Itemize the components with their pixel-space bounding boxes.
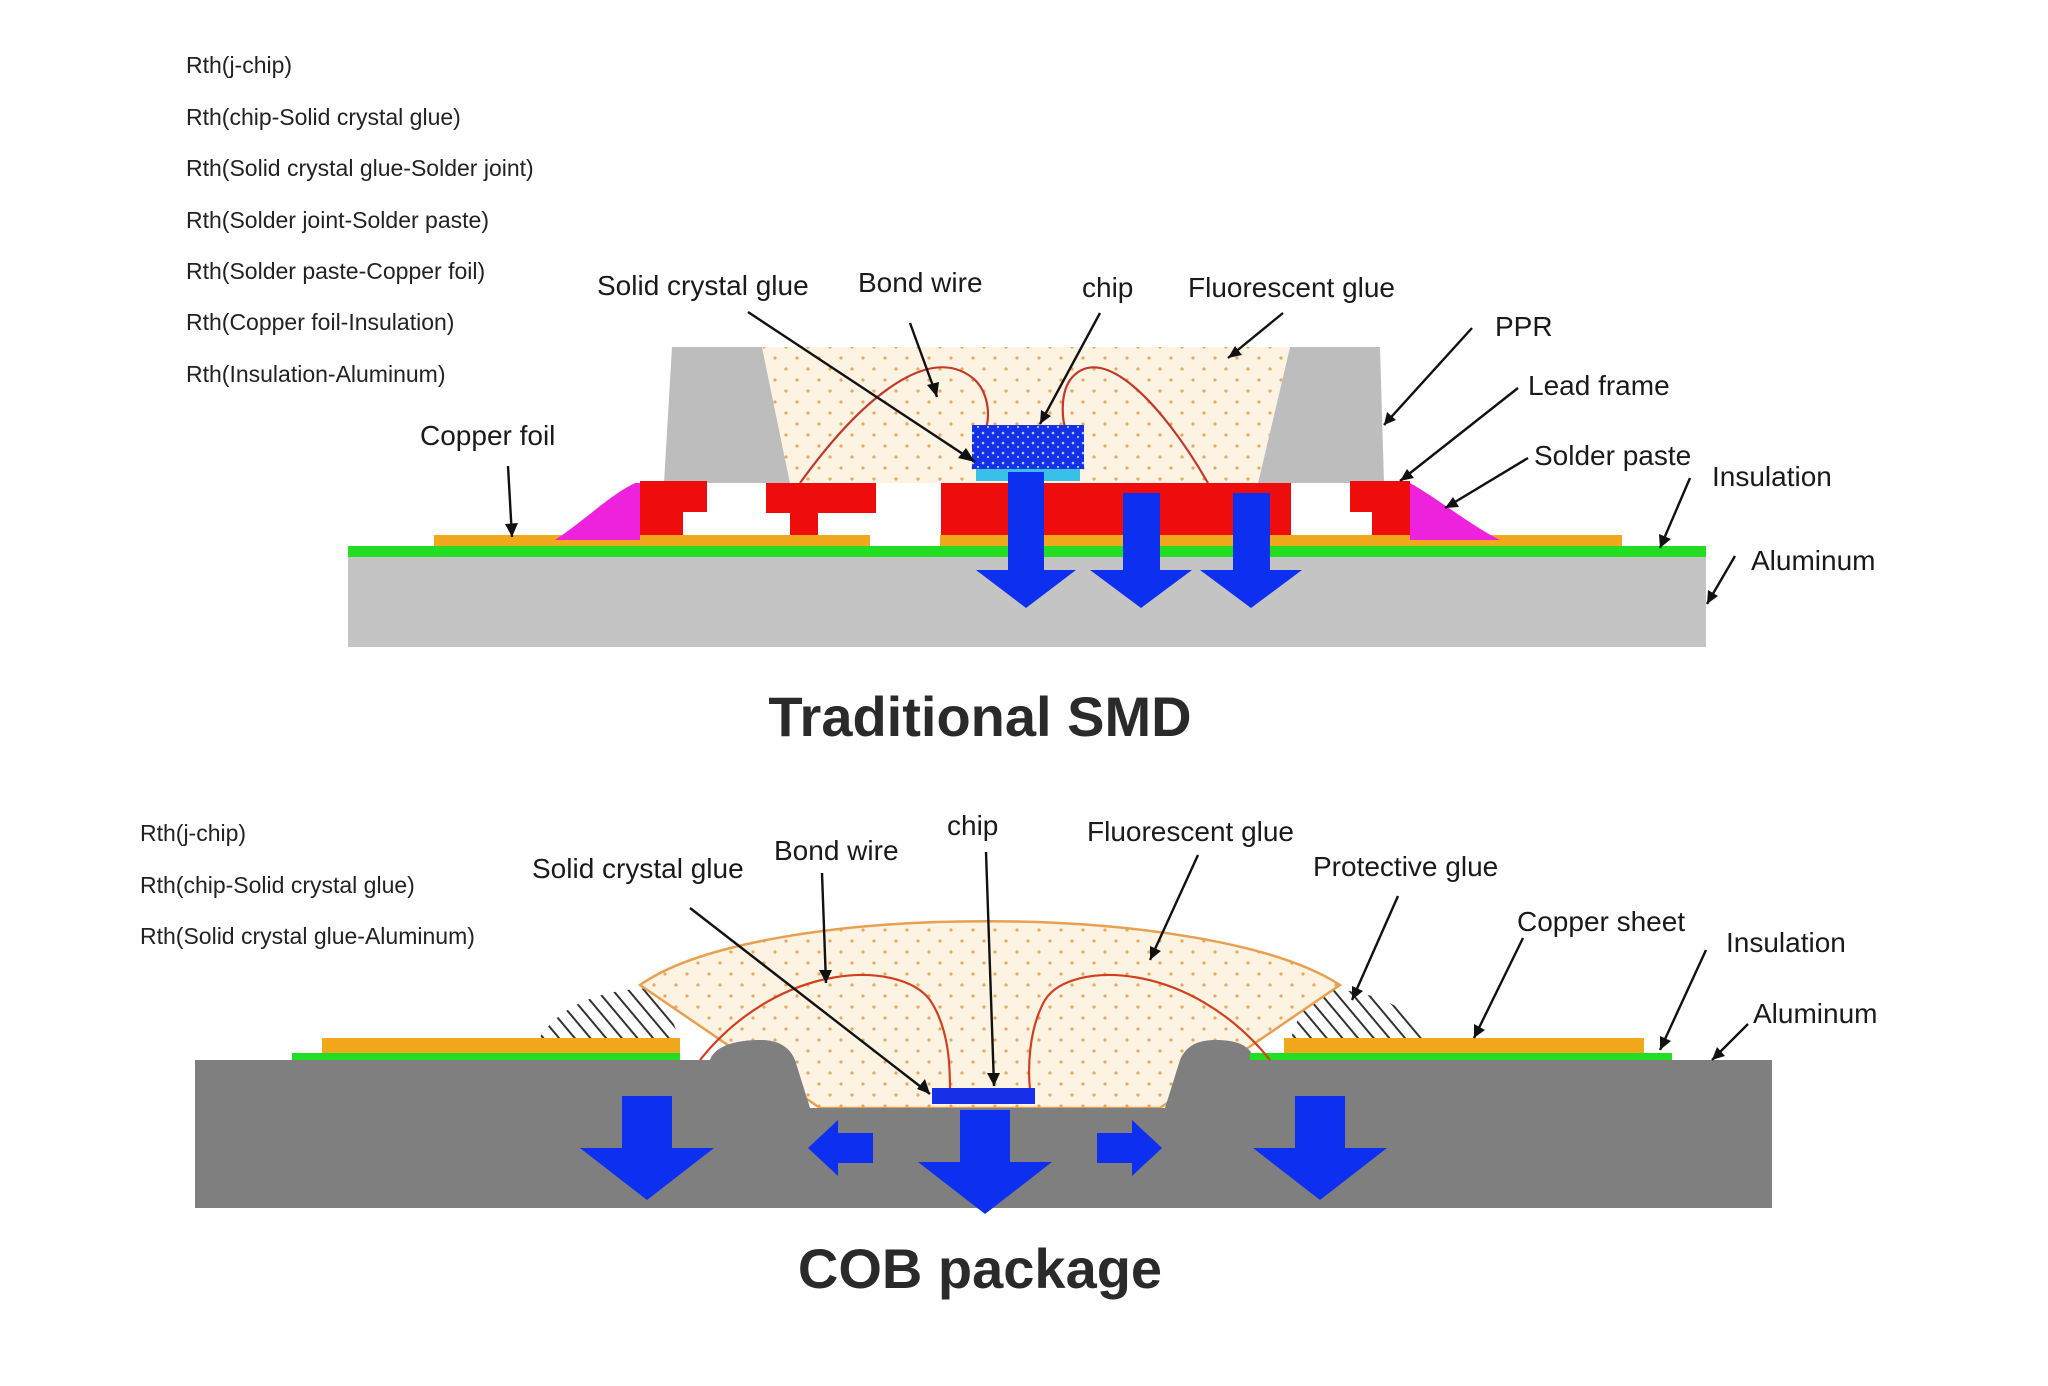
cob-copper-sheet-right xyxy=(1284,1038,1644,1053)
smd-label-bond-wire: Bond wire xyxy=(858,267,983,298)
cob-label-bond-wire: Bond wire xyxy=(774,835,899,866)
cob-leader-lines xyxy=(689,851,1749,1095)
smd-label-chip: chip xyxy=(1082,272,1133,303)
smd-rth-list: Rth(j-chip) Rth(chip-Solid crystal glue)… xyxy=(186,52,534,387)
cob-bond-wire xyxy=(699,973,952,1091)
cob-insulation-left xyxy=(292,1053,680,1060)
smd-package-drawing xyxy=(348,347,1706,647)
cob-package-drawing xyxy=(195,920,1772,1214)
heat-arrow-down xyxy=(1090,493,1192,608)
cob-heat-arrows xyxy=(580,1096,1387,1214)
cob-rth-item: Rth(j-chip) xyxy=(140,820,246,846)
smd-rth-item: Rth(Solid crystal glue-Solder joint) xyxy=(186,155,534,181)
smd-bond-wire xyxy=(799,366,990,484)
heat-arrow-down xyxy=(1253,1096,1387,1200)
smd-rth-item: Rth(Solder paste-Copper foil) xyxy=(186,258,485,284)
cob-title: COB package xyxy=(798,1237,1162,1300)
smd-leader-lines xyxy=(505,310,1737,605)
cob-bond-wire xyxy=(1028,973,1271,1091)
heat-arrow-down xyxy=(976,472,1076,608)
cob-copper-sheet-left xyxy=(322,1038,680,1053)
cob-label-chip: chip xyxy=(947,810,998,841)
heat-arrow-right xyxy=(1097,1120,1162,1176)
cob-rth-item: Rth(Solid crystal glue-Aluminum) xyxy=(140,923,475,949)
cob-label-protective-glue: Protective glue xyxy=(1313,851,1498,882)
smd-label-solder-paste: Solder paste xyxy=(1534,440,1691,471)
smd-rth-item: Rth(Insulation-Aluminum) xyxy=(186,361,445,387)
smd-fluorescent-glue xyxy=(762,347,1290,483)
smd-chip xyxy=(972,425,1084,469)
smd-ppr-right xyxy=(1258,347,1384,483)
cob-label-copper-sheet: Copper sheet xyxy=(1517,906,1685,937)
cob-label-fluorescent-glue: Fluorescent glue xyxy=(1087,816,1294,847)
cob-protective-glue xyxy=(1290,988,1430,1040)
cob-insulation-right xyxy=(1250,1053,1672,1060)
smd-bond-wire xyxy=(1061,366,1209,484)
heat-arrow-down xyxy=(918,1110,1052,1214)
smd-heat-arrows xyxy=(976,472,1302,608)
heat-arrow-left xyxy=(808,1120,873,1176)
smd-label-copper-foil: Copper foil xyxy=(420,420,555,451)
smd-label-fluorescent-glue: Fluorescent glue xyxy=(1188,272,1395,303)
smd-rth-item: Rth(Solder joint-Solder paste) xyxy=(186,207,489,233)
cob-labels: Solid crystal glue Bond wire chip Fluore… xyxy=(532,810,1877,1095)
heat-arrow-down xyxy=(1200,493,1302,608)
cob-label-insulation: Insulation xyxy=(1726,927,1846,958)
cob-label-aluminum: Aluminum xyxy=(1753,998,1877,1029)
cob-rth-list: Rth(j-chip) Rth(chip-Solid crystal glue)… xyxy=(140,820,475,949)
cob-chip xyxy=(932,1088,1035,1104)
cob-label-solid-crystal-glue: Solid crystal glue xyxy=(532,853,744,884)
smd-ppr-left xyxy=(664,347,790,483)
smd-labels: Solid crystal glue Bond wire chip Fluore… xyxy=(420,267,1875,605)
smd-label-ppr: PPR xyxy=(1495,311,1553,342)
smd-label-aluminum: Aluminum xyxy=(1751,545,1875,576)
smd-rth-item: Rth(chip-Solid crystal glue) xyxy=(186,104,461,130)
smd-gap-left xyxy=(870,535,940,546)
heat-arrow-down xyxy=(580,1096,714,1200)
smd-label-insulation: Insulation xyxy=(1712,461,1832,492)
smd-rth-item: Rth(j-chip) xyxy=(186,52,292,78)
smd-lead-frame xyxy=(640,481,1410,535)
smd-rth-item: Rth(Copper foil-Insulation) xyxy=(186,309,454,335)
smd-title: Traditional SMD xyxy=(768,685,1191,748)
smd-label-solid-crystal-glue: Solid crystal glue xyxy=(597,270,809,301)
cob-protective-glue xyxy=(538,988,680,1040)
smd-solder-paste-left xyxy=(555,483,640,540)
smd-label-lead-frame: Lead frame xyxy=(1528,370,1670,401)
smd-solder-paste-right xyxy=(1410,483,1500,540)
cob-fluorescent-glue xyxy=(637,920,1343,1110)
cob-rth-item: Rth(chip-Solid crystal glue) xyxy=(140,872,415,898)
